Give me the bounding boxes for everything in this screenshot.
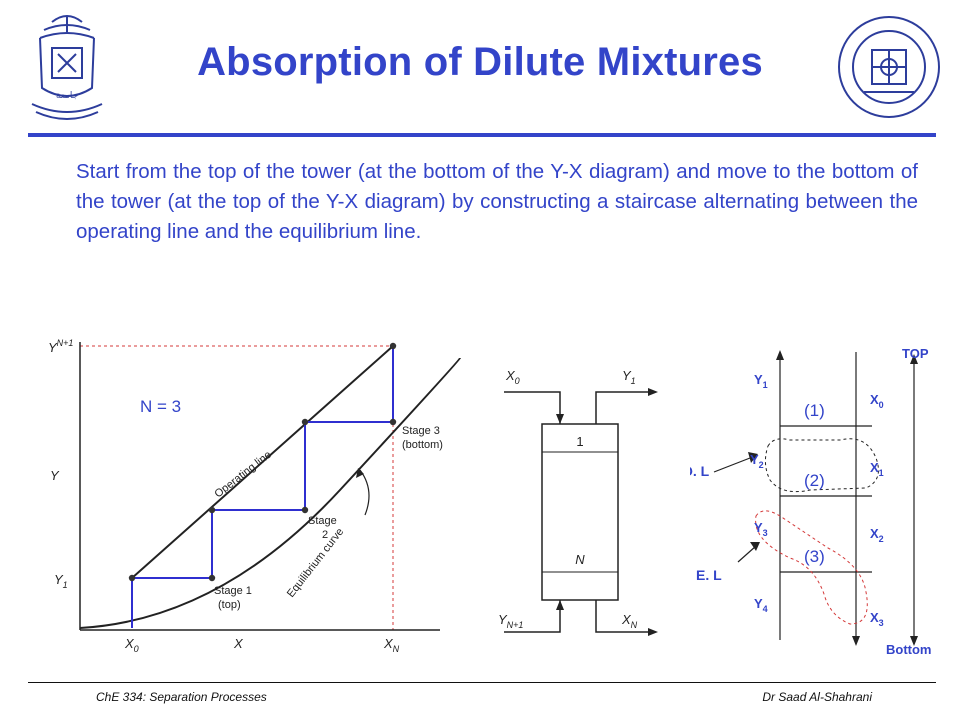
absorption-tower-diagram: 1 N X0 Y1 YN+1 XN bbox=[498, 368, 658, 636]
y-axis-label: Y bbox=[50, 468, 60, 483]
liquid-outlet-pipe bbox=[595, 600, 654, 633]
el-pointer bbox=[737, 545, 757, 563]
schematic-y3-label: Y3 bbox=[754, 520, 768, 538]
guide-lines bbox=[80, 345, 394, 630]
top-label: TOP bbox=[902, 346, 929, 361]
tower-stage-top: 1 bbox=[576, 434, 583, 449]
point-top bbox=[389, 342, 397, 350]
schematic-y4-label: Y4 bbox=[754, 596, 768, 614]
x-axis-label: X bbox=[233, 636, 244, 651]
y-top-label: YN+1 bbox=[48, 338, 73, 355]
xn-axis-label: XN bbox=[383, 636, 400, 654]
point-stage3 bbox=[389, 418, 397, 426]
stage-3-label: (3) bbox=[804, 547, 825, 566]
stage-staircase bbox=[131, 346, 394, 628]
operating-line bbox=[131, 345, 394, 579]
point-ol-2 bbox=[208, 506, 216, 514]
gas-outlet-pipe bbox=[595, 391, 654, 424]
schematic-y1-label: Y1 bbox=[754, 372, 768, 390]
footer-course: ChE 334: Separation Processes bbox=[96, 690, 267, 704]
point-stage1 bbox=[208, 574, 216, 582]
stage1-label: Stage 1 bbox=[214, 585, 252, 597]
stage-schematic: TOP Bottom Y1 Y2 Y3 Y4 X0 X1 X2 X3 (1) (… bbox=[690, 346, 932, 657]
schematic-x3-label: X3 bbox=[870, 610, 884, 628]
stage-2-label: (2) bbox=[804, 471, 825, 490]
liquid-inlet-pipe bbox=[504, 391, 561, 424]
tower-y1-label: Y1 bbox=[622, 368, 636, 386]
point-stage2 bbox=[301, 506, 309, 514]
schematic-x0-label: X0 bbox=[870, 392, 884, 410]
bottom-label: Bottom bbox=[886, 642, 932, 657]
tower-x0-label: X0 bbox=[505, 368, 520, 386]
equilibrium-curve-label: Equilibrium curve bbox=[285, 526, 346, 600]
point-ol-3 bbox=[301, 418, 309, 426]
schematic-y2-label: Y2 bbox=[750, 452, 764, 470]
tower-column bbox=[541, 423, 619, 601]
gas-inlet-pipe bbox=[504, 600, 561, 633]
slide-body-text: Start from the top of the tower (at the … bbox=[76, 160, 918, 243]
slide-title: Absorption of Dilute Mixtures bbox=[197, 40, 763, 84]
tower-yn1-label: YN+1 bbox=[498, 612, 523, 630]
operating-line-label: Operating line bbox=[212, 449, 273, 501]
point-x0-y1 bbox=[128, 574, 136, 582]
yx-staircase-diagram: YN+1 Y Y1 X0 X XN N = 3 Operating line E… bbox=[48, 338, 461, 654]
equilibrium-curve bbox=[79, 357, 461, 629]
stage3-sublabel: (bottom) bbox=[402, 439, 443, 451]
schematic-x2-label: X2 bbox=[870, 526, 884, 544]
stage2-label: Stage bbox=[308, 515, 337, 527]
stage2-sublabel: 2 bbox=[322, 529, 328, 541]
equilibrium-line-abbrev: E. L bbox=[696, 567, 722, 583]
title-divider bbox=[28, 133, 936, 137]
y1-axis-label: Y1 bbox=[54, 572, 68, 590]
svg-text:جامعة: جامعة bbox=[56, 90, 78, 100]
department-seal-logo bbox=[838, 16, 940, 118]
footer-divider bbox=[28, 682, 936, 683]
stage-1-label: (1) bbox=[804, 401, 825, 420]
university-logo: جامعة bbox=[31, 15, 103, 120]
stage1-sublabel: (top) bbox=[218, 599, 241, 611]
ol-pointer bbox=[713, 457, 751, 473]
schematic-x1-label: X1 bbox=[870, 460, 884, 478]
x0-axis-label: X0 bbox=[124, 636, 139, 654]
stage-count-label: N = 3 bbox=[140, 397, 181, 416]
equilibrium-line-highlight bbox=[755, 510, 868, 625]
footer-author: Dr Saad Al-Shahrani bbox=[762, 690, 872, 704]
tower-stage-bottom: N bbox=[575, 552, 585, 567]
equilibrium-label-arrow bbox=[359, 469, 370, 516]
operating-line-abbrev: O. L bbox=[690, 463, 710, 479]
stage3-label: Stage 3 bbox=[402, 425, 440, 437]
tower-xn-label: XN bbox=[621, 612, 638, 630]
